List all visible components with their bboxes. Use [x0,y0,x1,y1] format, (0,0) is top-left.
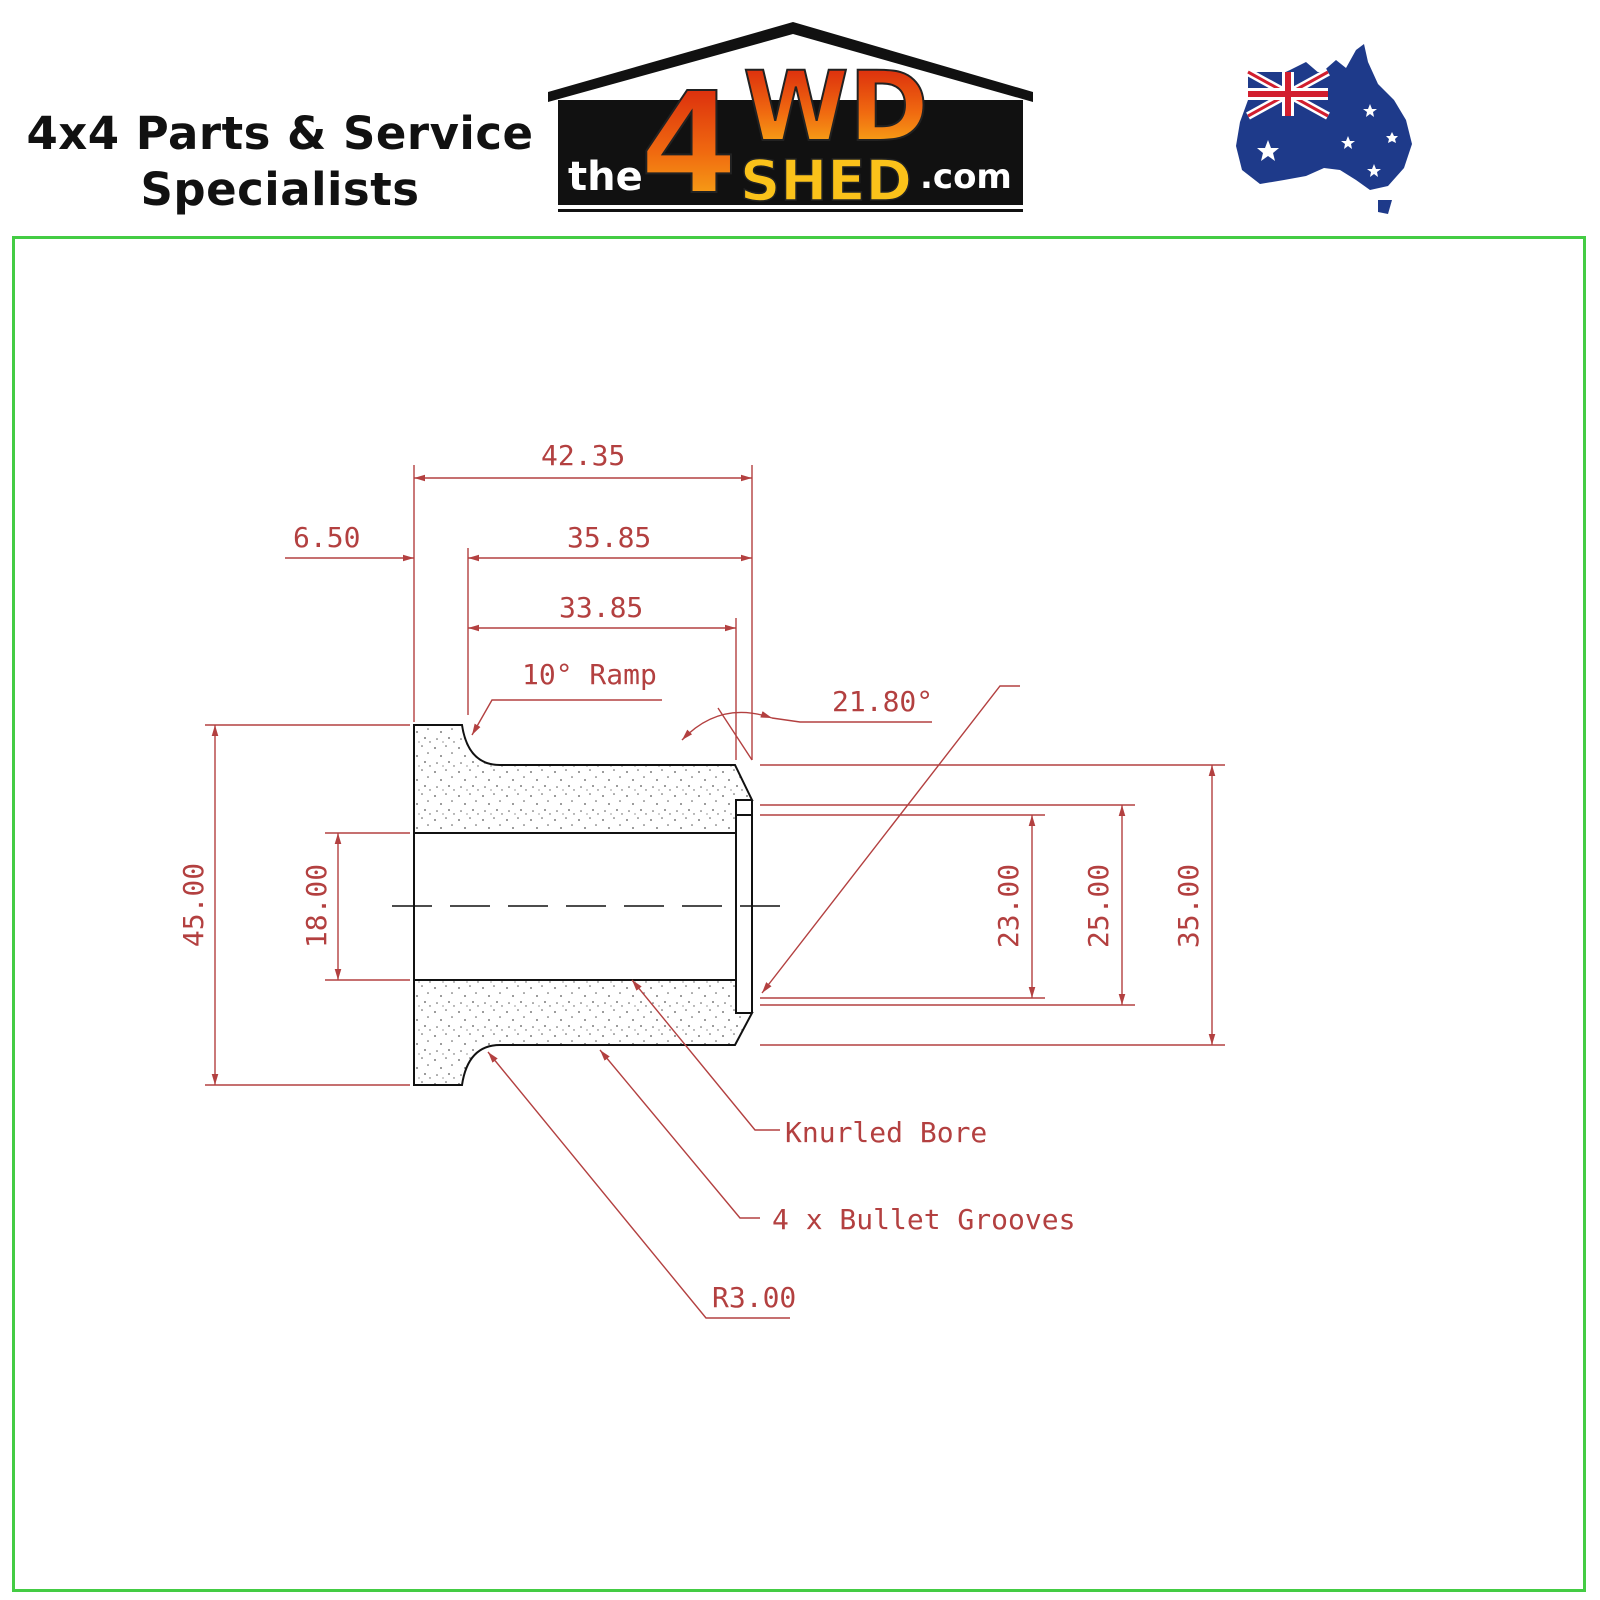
tagline: 4x4 Parts & Service Specialists [20,106,540,218]
label-35-00: 35.00 [1172,864,1205,948]
bush-upper-wall [413,724,754,834]
logo-letters: WD [743,51,929,163]
logo-number: 4 [640,63,737,222]
dimension-labels: 42.35 6.50 35.85 33.85 10° Ramp 21.80° 4… [177,439,1205,1314]
label-radius: R3.00 [712,1281,796,1314]
label-25-00: 25.00 [1082,864,1115,948]
bullet-grooves-leader [599,1049,760,1219]
label-45-00: 45.00 [177,863,210,947]
the-4wd-shed-logo[interactable]: the 4 WD SHED .com [548,22,1048,222]
drawing-frame [12,236,1586,1592]
label-knurled-bore: Knurled Bore [785,1116,987,1149]
tagline-line-1: 4x4 Parts & Service [26,107,534,160]
angle-arc [681,711,773,741]
house-body [558,100,1023,212]
label-18-00: 18.00 [300,864,333,948]
label-42-35: 42.35 [541,439,625,472]
label-35-85: 35.85 [567,521,651,554]
bush-lower-wall [413,979,754,1086]
logo-prefix: the [568,154,643,200]
tasmania-shape [1378,200,1392,214]
label-bullet-grooves: 4 x Bullet Grooves [772,1203,1075,1236]
radius-leader [487,1051,790,1319]
logo-underline [558,205,1023,209]
union-jack [1246,68,1330,120]
label-ramp: 10° Ramp [522,658,657,691]
bore-diagonal-leader [761,685,1020,994]
label-23-00: 23.00 [992,864,1025,948]
logo-word: SHED [740,149,912,214]
australia-map-flag-icon [1236,44,1412,214]
label-angle: 21.80° [832,685,933,718]
label-33-85: 33.85 [559,591,643,624]
tagline-line-2: Specialists [140,163,420,216]
header: 4x4 Parts & Service Specialists the 4 WD… [0,0,1600,232]
stars [1257,104,1398,177]
knurled-bore-leader [631,979,780,1131]
ramp-leader [471,699,662,736]
bush-part [392,724,780,1086]
logo-suffix: .com [920,157,1012,197]
label-6-50: 6.50 [293,521,360,554]
